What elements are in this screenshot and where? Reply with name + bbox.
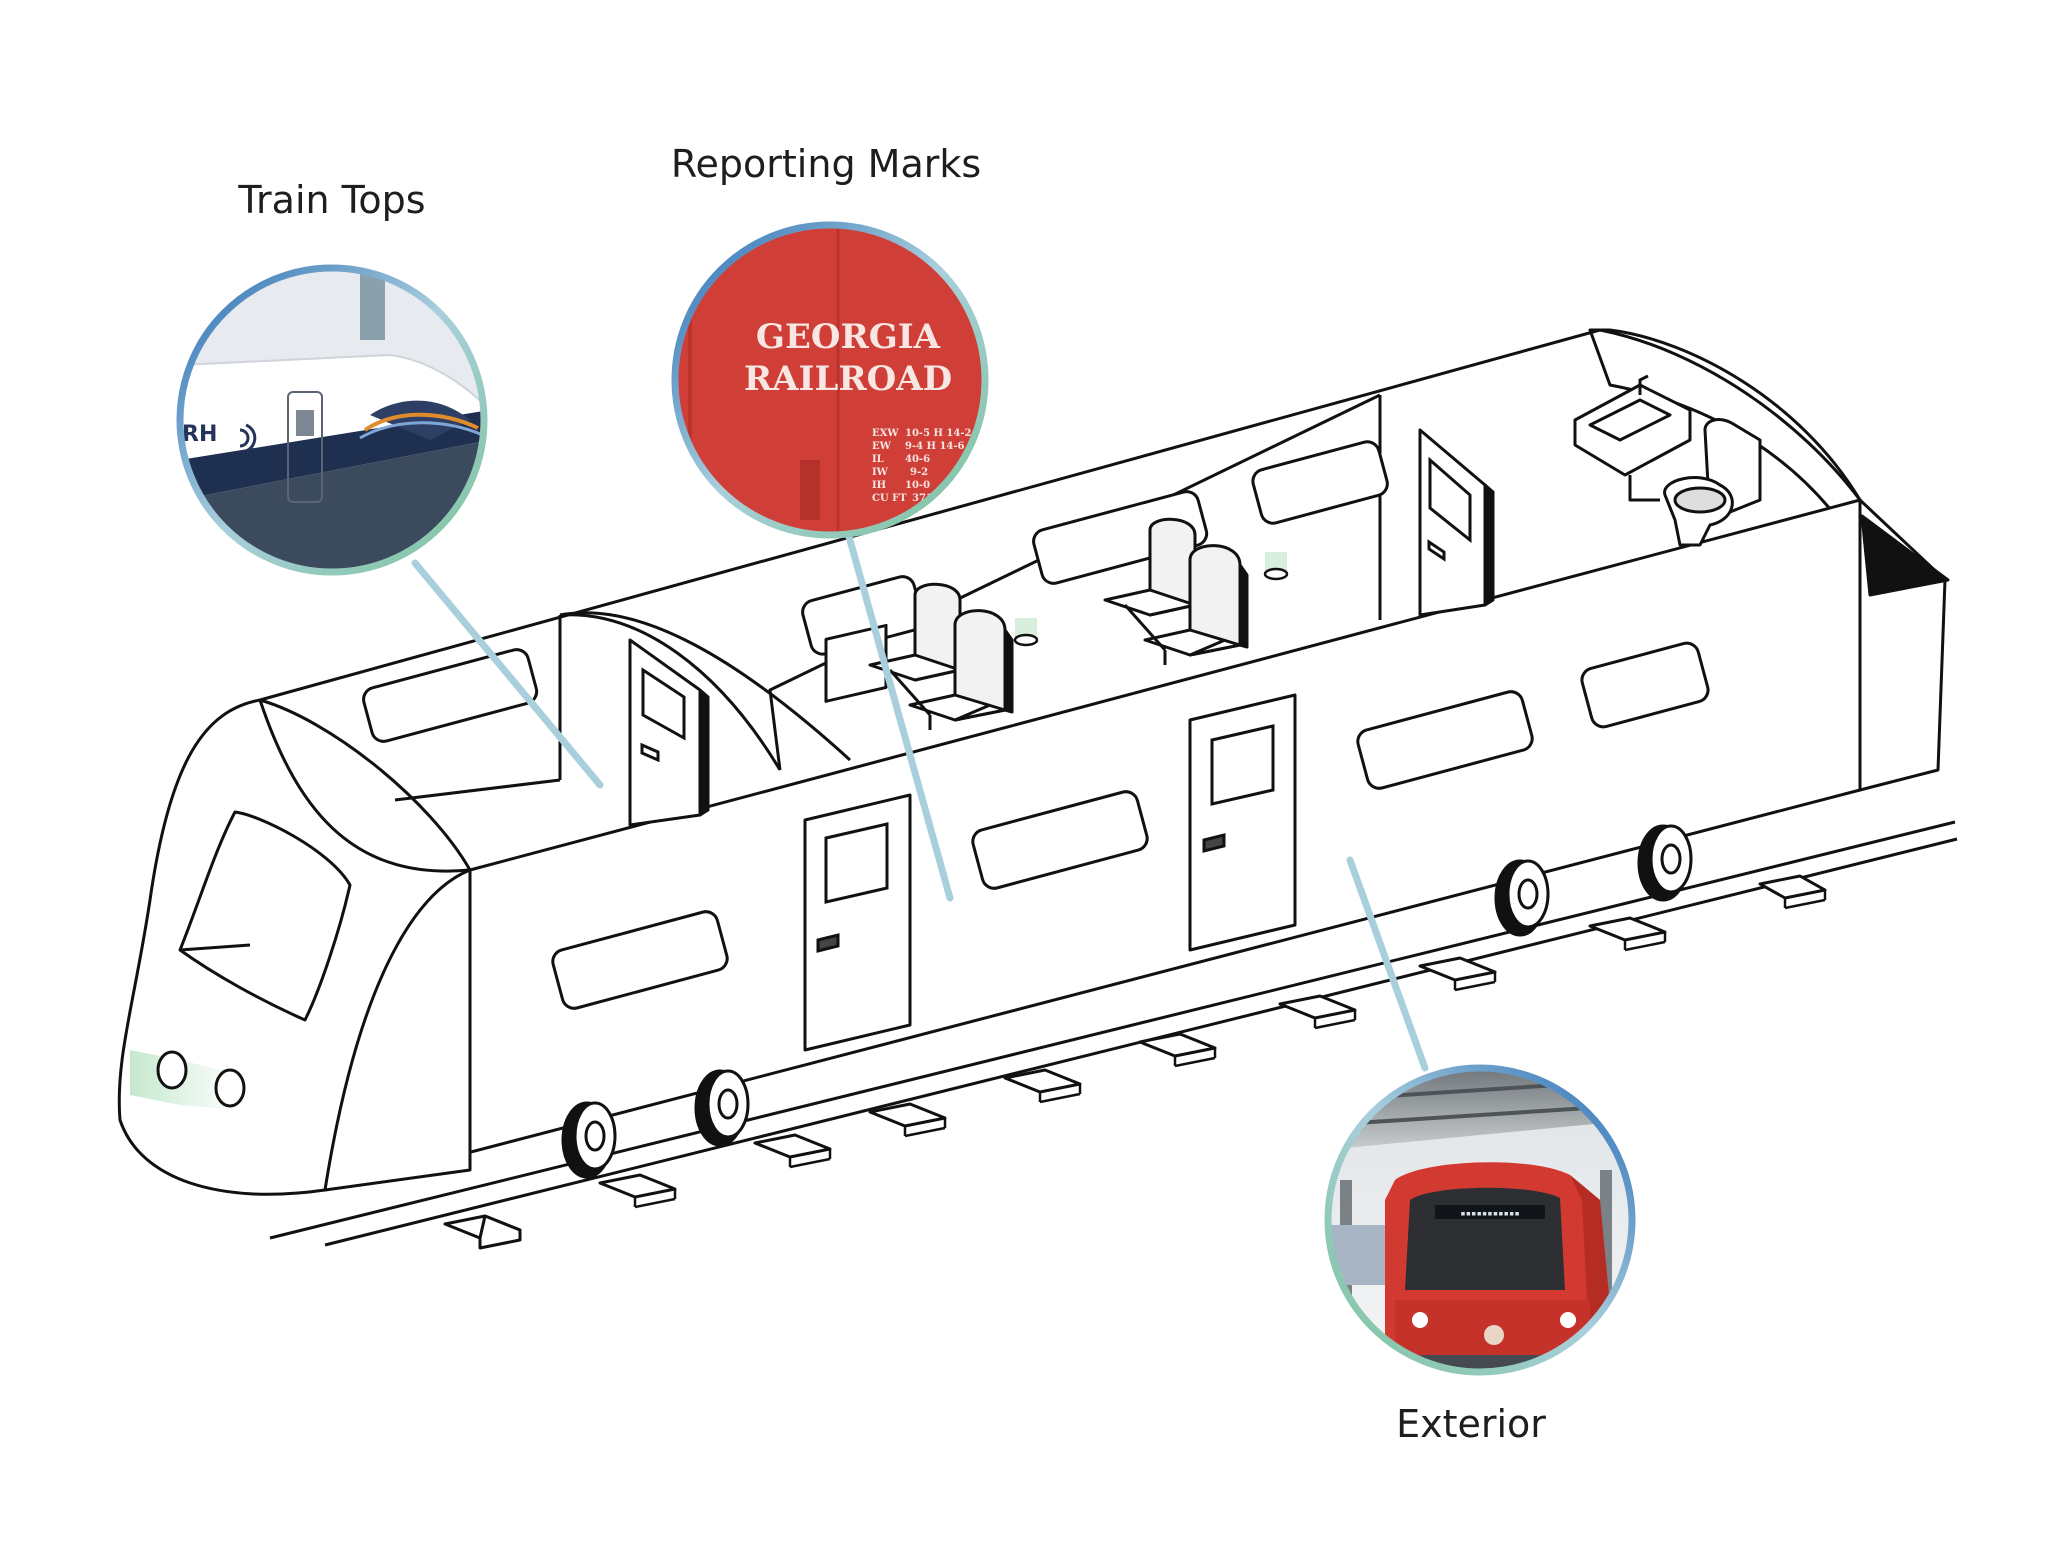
far-window-1 — [362, 648, 539, 743]
sink-faucet — [1638, 374, 1649, 395]
far-door-1 — [628, 638, 702, 827]
floor-lights — [1013, 552, 1289, 647]
callout-reporting-marks-photo: GEORGIA RAILROAD EXW 10-5 H 14-2 EW 9-4 … — [671, 221, 989, 539]
wheel-4 — [1637, 824, 1693, 902]
train-body — [117, 328, 1950, 1196]
near-door-1-handle — [816, 933, 840, 953]
seat-1-frame — [888, 669, 991, 730]
seat-2-frame — [1123, 604, 1226, 665]
near-door-2-window — [1210, 724, 1275, 806]
spec-key: CU FT — [872, 493, 907, 504]
sink-basin — [1588, 398, 1672, 442]
cab-roof-curve — [259, 698, 472, 871]
rear-dark-panel — [1860, 514, 1950, 597]
wheel-2 — [694, 1069, 750, 1147]
spec-key: EW — [872, 441, 892, 452]
interior-arch — [559, 611, 852, 762]
seat-2b-edge — [1238, 563, 1249, 649]
seat-2b-base — [1143, 628, 1242, 657]
cab-partition — [394, 613, 782, 802]
spec-key: EXW — [872, 428, 899, 439]
spec-key: IL — [872, 454, 884, 465]
near-window-1 — [551, 910, 729, 1010]
far-door-2-edge — [1483, 483, 1495, 607]
far-wall-top — [259, 328, 1601, 702]
callout-exterior-photo: ▪▪▪▪▪▪▪▪▪▪▪ — [1324, 1064, 1636, 1376]
windshield-line — [179, 943, 251, 952]
far-door-1-window — [641, 667, 686, 741]
headlight-right — [214, 1068, 246, 1108]
far-door-2-window — [1428, 456, 1472, 544]
callout-label-reporting-marks: Reporting Marks — [670, 142, 982, 186]
near-window-2 — [971, 790, 1149, 890]
cab-side-curve — [323, 868, 471, 1191]
near-window-3 — [1356, 690, 1534, 790]
spec-value: 9-4 H 14-6 — [905, 441, 965, 452]
wheel-3 — [1494, 859, 1550, 937]
callout-connectors — [411, 529, 1429, 1072]
reporting-marks-line1: GEORGIA — [756, 317, 941, 357]
callout-label-exterior: Exterior — [1396, 1402, 1546, 1446]
far-door-2-handle — [1427, 539, 1446, 562]
spec-value: 10-5 H 14-2 — [905, 428, 972, 439]
seat-pair-1 — [868, 582, 1014, 730]
callout-label-train-tops: Train Tops — [238, 178, 426, 222]
reporting-marks-line2: RAILROAD — [744, 359, 952, 399]
spec-key: IH — [872, 480, 886, 491]
spec-value: 40-6 — [905, 454, 930, 465]
far-window-3 — [1032, 490, 1209, 585]
sink-pipe — [1628, 475, 1660, 502]
near-door-2-handle — [1202, 833, 1226, 853]
near-window-4 — [1580, 641, 1710, 729]
seats — [868, 517, 1289, 730]
restroom — [1573, 374, 1762, 547]
connector-exterior — [1346, 856, 1429, 1072]
spec-value: 9-2 — [910, 467, 928, 478]
spec-key: IW — [872, 467, 889, 478]
reporting-marks-ring — [671, 221, 989, 539]
exterior-ring — [1324, 1064, 1636, 1376]
headlight-left — [156, 1050, 188, 1090]
far-window-4 — [1251, 440, 1389, 525]
windshield — [178, 810, 352, 1022]
seat-pair-2 — [1103, 517, 1249, 665]
seat-1b-edge — [1003, 628, 1014, 714]
svg-text:▪▪▪▪▪▪▪▪▪▪▪: ▪▪▪▪▪▪▪▪▪▪▪ — [1460, 1209, 1520, 1219]
wheel-1 — [561, 1101, 617, 1179]
rear-roof-curve — [1599, 328, 1862, 501]
callout-train-tops-photo: RH — [176, 264, 488, 576]
far-door-1-edge — [698, 688, 710, 817]
door-details — [640, 456, 1472, 953]
train-tops-ring — [176, 264, 488, 576]
spec-value: 10-0 — [905, 480, 930, 491]
wheels — [561, 824, 1693, 1179]
far-door-1-handle — [640, 742, 660, 763]
toilet-seat — [1673, 486, 1727, 514]
connector-reporting-marks — [844, 529, 954, 902]
connector-train-tops — [411, 559, 604, 789]
near-door-1-window — [824, 822, 889, 904]
seat-1b-base — [908, 693, 1007, 722]
train-tops-badge: RH — [182, 422, 217, 447]
